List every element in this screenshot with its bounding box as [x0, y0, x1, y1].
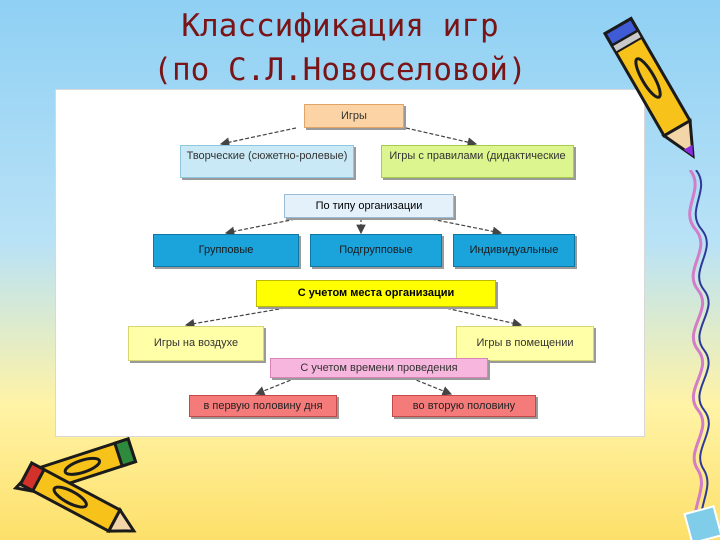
pencil-icon — [683, 505, 720, 540]
node-root: Игры — [304, 104, 404, 128]
arrow-place-right — [440, 306, 523, 328]
node-org-group: Групповые — [153, 234, 299, 267]
node-place-outdoor: Игры на воздухе — [128, 326, 264, 361]
node-time-afternoon: во вторую половину — [392, 395, 536, 417]
node-org-individual: Индивидуальные — [453, 234, 575, 267]
arrow-org-left — [224, 217, 302, 237]
node-org-header: По типу организации — [284, 194, 454, 218]
node-time-header: С учетом времени проведения — [270, 358, 488, 378]
crayons-icon — [12, 436, 138, 534]
node-creative: Творческие (сюжетно-ролевые) — [180, 145, 354, 178]
node-org-subgroup: Подгрупповые — [310, 234, 442, 267]
squiggle-icon — [688, 170, 710, 540]
arrow-root-right — [405, 127, 478, 147]
node-rules: Игры с правилами (дидактические — [381, 145, 574, 178]
slide-title-line2: (по С.Л.Новоселовой) — [153, 52, 527, 88]
pencil-icon — [602, 16, 695, 160]
arrow-place-left — [184, 306, 292, 329]
arrow-time-right — [410, 377, 453, 396]
connector-lines — [184, 127, 523, 396]
node-place-indoor: Игры в помещении — [456, 326, 594, 361]
node-place-header: С учетом места организации — [256, 280, 496, 307]
slide-title-line1: Классификация игр — [181, 8, 499, 44]
diagram-panel: Игры Творческие (сюжетно-ролевые) Игры с… — [56, 90, 644, 436]
arrow-time-left — [254, 377, 297, 396]
arrow-root-left — [219, 127, 297, 147]
arrow-org-right — [425, 217, 503, 237]
node-time-morning: в первую половину дня — [189, 395, 337, 417]
